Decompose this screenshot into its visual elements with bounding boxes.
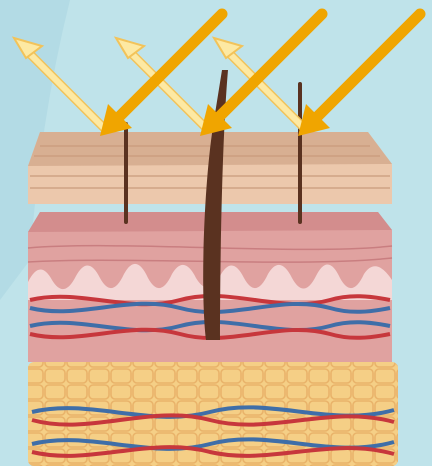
hypodermis-layer (28, 362, 398, 466)
